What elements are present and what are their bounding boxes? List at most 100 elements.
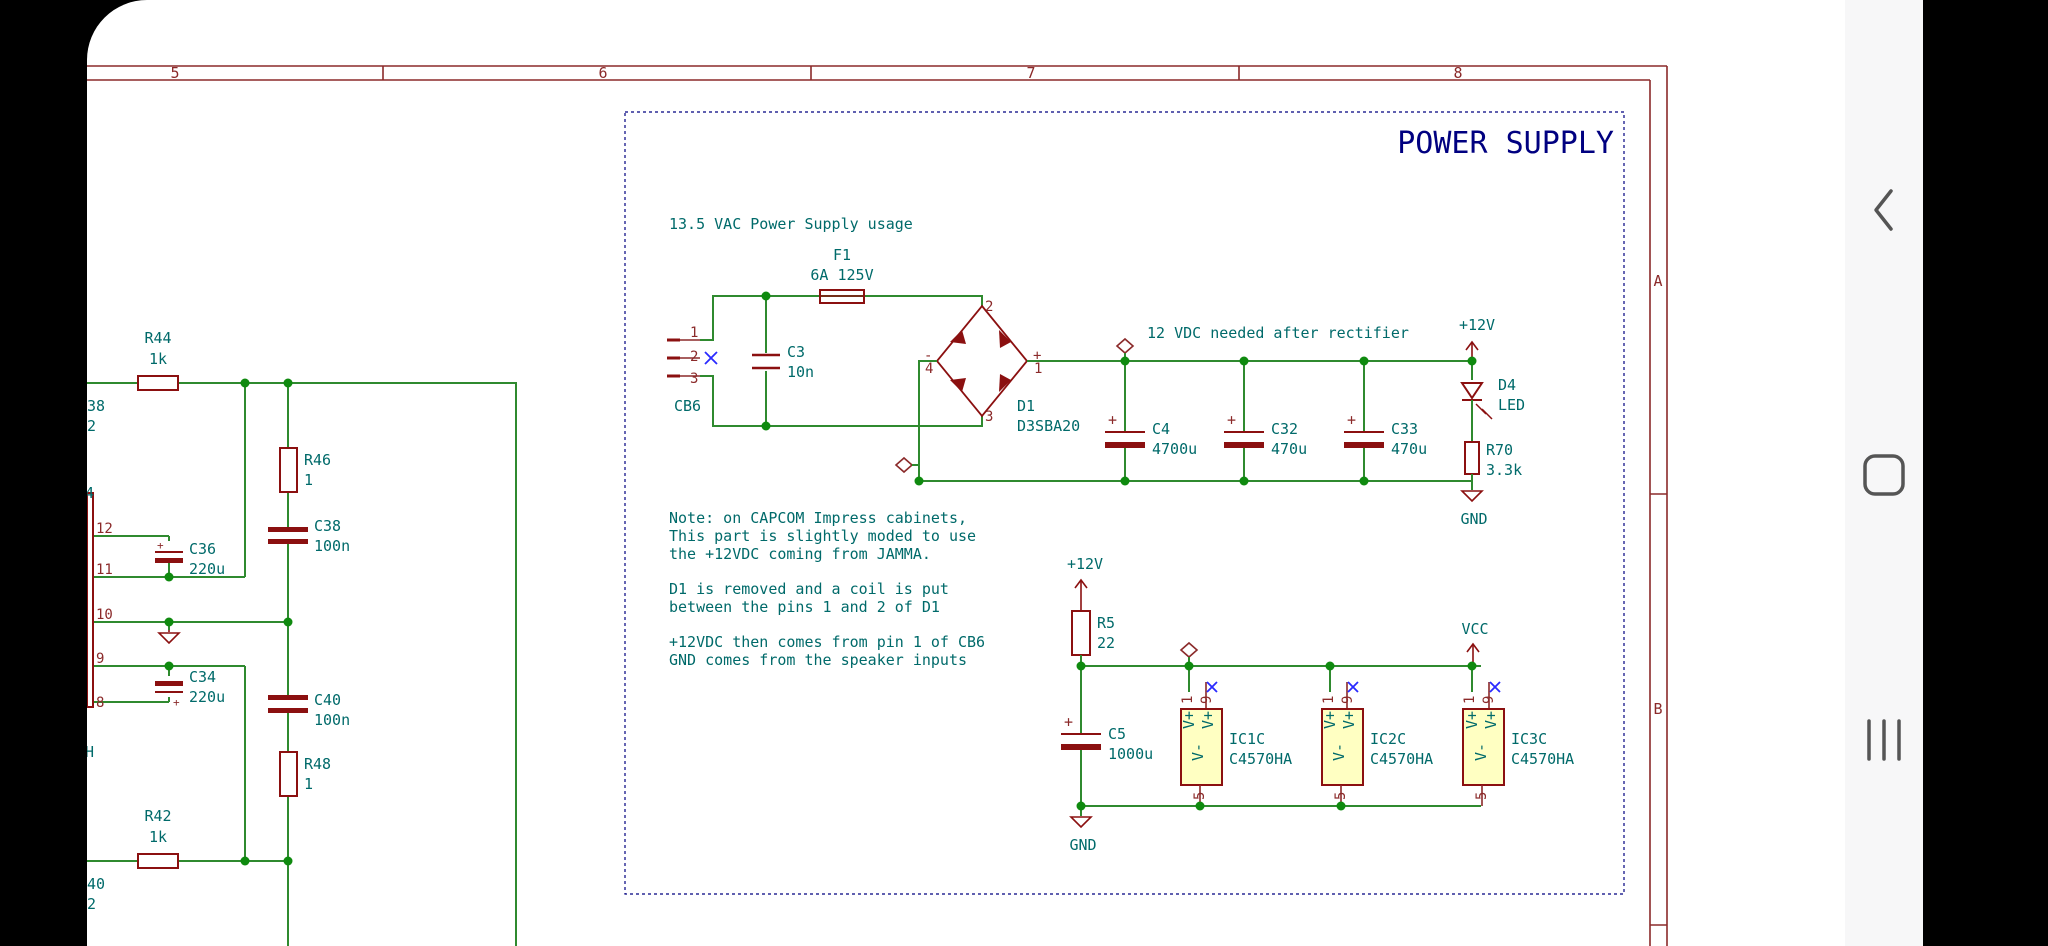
border-col-7: 7 <box>1026 64 1035 82</box>
svg-text:+12V: +12V <box>1459 316 1495 334</box>
power-supply-block <box>624 111 1625 895</box>
svg-text:R48: R48 <box>304 755 331 773</box>
svg-text:40: 40 <box>87 875 105 893</box>
svg-text:470u: 470u <box>1391 440 1427 458</box>
svg-text:R70: R70 <box>1486 441 1513 459</box>
rounded-square-icon <box>1863 454 1905 496</box>
svg-text:V-: V- <box>1472 743 1490 761</box>
svg-text:V-: V- <box>1330 743 1348 761</box>
resistor-r70[interactable]: R70 3.3k <box>1464 441 1522 490</box>
home-button[interactable] <box>1845 450 1923 500</box>
svg-text:1000u: 1000u <box>1108 745 1153 763</box>
svg-text:10n: 10n <box>787 363 814 381</box>
svg-text:10: 10 <box>96 607 113 623</box>
svg-text:38: 38 <box>87 397 105 415</box>
svg-text:8: 8 <box>96 695 104 711</box>
capacitor-c32[interactable]: + C32 470u <box>1224 361 1307 481</box>
gnd-symbol-bottom: GND <box>1069 816 1097 854</box>
svg-text:-: - <box>924 348 932 364</box>
back-button[interactable] <box>1845 180 1923 240</box>
chevron-left-icon <box>1874 189 1893 231</box>
usage-note: 13.5 VAC Power Supply usage <box>669 215 913 233</box>
svg-text:6A 125V: 6A 125V <box>810 266 873 284</box>
schematic-viewer[interactable]: .frame { stroke:#8b2a2a; stroke-width:1.… <box>87 0 1845 946</box>
resistor-r44[interactable]: R44 1k <box>137 329 179 391</box>
svg-text:Note: on CAPCOM Impress cabine: Note: on CAPCOM Impress cabinets, <box>669 509 967 527</box>
capacitor-c38[interactable]: C38 100n <box>268 517 350 555</box>
resistor-r42[interactable]: R42 1k <box>137 807 179 869</box>
capacitor-c4[interactable]: + C4 4700u <box>1105 361 1197 481</box>
opamp-ic3c[interactable]: 1 9 5 V+ V+ V- IC3C C4570HA <box>1462 666 1574 806</box>
svg-text:+: + <box>1227 411 1236 429</box>
capacitor-c33[interactable]: + C33 470u <box>1344 361 1427 481</box>
schematic-canvas[interactable]: .frame { stroke:#8b2a2a; stroke-width:1.… <box>87 0 1845 946</box>
capacitor-c5[interactable]: + C5 1000u <box>1061 666 1153 816</box>
capacitor-c40[interactable]: C40 100n <box>268 691 350 729</box>
svg-text:IC2C: IC2C <box>1370 730 1406 748</box>
screen-edge <box>1923 0 2048 946</box>
svg-text:C38: C38 <box>314 517 341 535</box>
svg-text:1: 1 <box>304 775 313 793</box>
svg-text:1k: 1k <box>149 828 167 846</box>
svg-text:V+: V+ <box>1321 711 1339 729</box>
svg-text:LED: LED <box>1498 396 1525 414</box>
svg-text:2: 2 <box>87 895 96 913</box>
opamp-ic2c[interactable]: 1 9 5 V+ V+ V- IC2C C4570HA <box>1321 666 1433 806</box>
led-d4[interactable]: D4 LED <box>1460 361 1525 441</box>
left-circuit <box>87 382 517 946</box>
svg-text:1: 1 <box>1180 696 1196 704</box>
border-col-6: 6 <box>598 64 607 82</box>
border-row-b: B <box>1653 700 1662 718</box>
svg-text:4: 4 <box>87 484 94 502</box>
svg-text:+: + <box>173 696 180 709</box>
resistor-r46[interactable]: R46 1 <box>279 447 331 493</box>
svg-text:IC1C: IC1C <box>1229 730 1265 748</box>
resistor-r48[interactable]: R48 1 <box>279 751 331 797</box>
capacitor-c34[interactable]: + C34 220u <box>155 668 225 709</box>
svg-text:9: 9 <box>1481 696 1497 704</box>
capacitor-c3[interactable]: C3 10n <box>752 296 814 426</box>
svg-text:+12V: +12V <box>1067 555 1103 573</box>
svg-text:470u: 470u <box>1271 440 1307 458</box>
svg-text:100n: 100n <box>314 537 350 555</box>
svg-text:F1: F1 <box>833 246 851 264</box>
power-symbol-12v-top: +12V <box>1459 316 1495 361</box>
connector-cb6[interactable]: 1 2 3 CB6 <box>667 325 718 415</box>
gnd-symbol-top: GND <box>1460 490 1488 528</box>
svg-text:+: + <box>1064 713 1073 731</box>
svg-text:V+: V+ <box>1180 711 1198 729</box>
fuse-f1[interactable]: F1 6A 125V <box>810 246 874 304</box>
power-symbol-vcc: VCC <box>1461 620 1489 666</box>
svg-text:D3SBA20: D3SBA20 <box>1017 417 1080 435</box>
svg-text:V+: V+ <box>1340 711 1358 729</box>
svg-text:220u: 220u <box>189 688 225 706</box>
svg-text:3.3k: 3.3k <box>1486 461 1522 479</box>
left-partial-labels: 38 2 40 2 4 H 12 11 10 9 8 <box>87 397 113 913</box>
svg-text:5: 5 <box>1333 792 1349 800</box>
svg-text:220u: 220u <box>189 560 225 578</box>
svg-text:2: 2 <box>87 417 96 435</box>
svg-text:C4570HA: C4570HA <box>1370 750 1433 768</box>
svg-text:V+: V+ <box>1482 711 1500 729</box>
resistor-r5[interactable]: R5 22 <box>1071 610 1115 666</box>
svg-text:9: 9 <box>1340 696 1356 704</box>
svg-text:+: + <box>1033 348 1041 364</box>
svg-text:VCC: VCC <box>1461 620 1488 638</box>
border-row-a: A <box>1653 272 1662 290</box>
svg-text:3: 3 <box>985 409 993 425</box>
bridge-rectifier-d1[interactable]: 2 4 1 3 - + D1 D3SBA20 <box>924 299 1080 435</box>
svg-text:C3: C3 <box>787 343 805 361</box>
svg-text:C5: C5 <box>1108 725 1126 743</box>
svg-text:C4570HA: C4570HA <box>1511 750 1574 768</box>
svg-text:11: 11 <box>96 562 113 578</box>
svg-text:9: 9 <box>96 651 104 667</box>
svg-text:100n: 100n <box>314 711 350 729</box>
opamp-ic1c[interactable]: 1 9 5 V+ V+ V- IC1C C4570HA <box>1180 666 1292 806</box>
svg-text:2: 2 <box>690 349 698 365</box>
recents-button[interactable] <box>1845 715 1923 765</box>
svg-text:4: 4 <box>925 361 933 377</box>
svg-text:This part is slightly moded to: This part is slightly moded to use <box>669 527 976 545</box>
svg-text:5: 5 <box>1474 792 1490 800</box>
svg-text:D1 is removed and a coil is pu: D1 is removed and a coil is put <box>669 580 949 598</box>
capacitor-c36[interactable]: + C36 220u <box>155 539 225 578</box>
